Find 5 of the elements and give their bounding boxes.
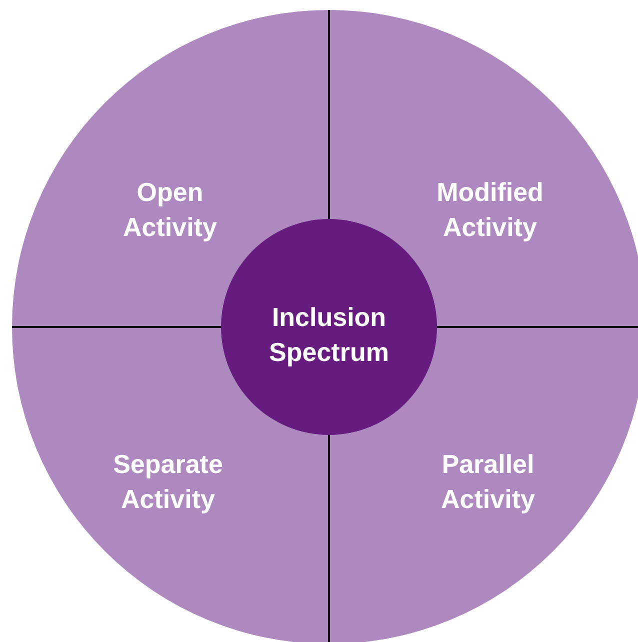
segment-label: Open Activity bbox=[122, 176, 218, 244]
segment-label: Parallel Activity bbox=[440, 448, 536, 516]
segment-label: Modified Activity bbox=[436, 176, 544, 244]
center-label: Inclusion Spectrum bbox=[268, 301, 390, 369]
segment-label: Separate Activity bbox=[112, 448, 224, 516]
